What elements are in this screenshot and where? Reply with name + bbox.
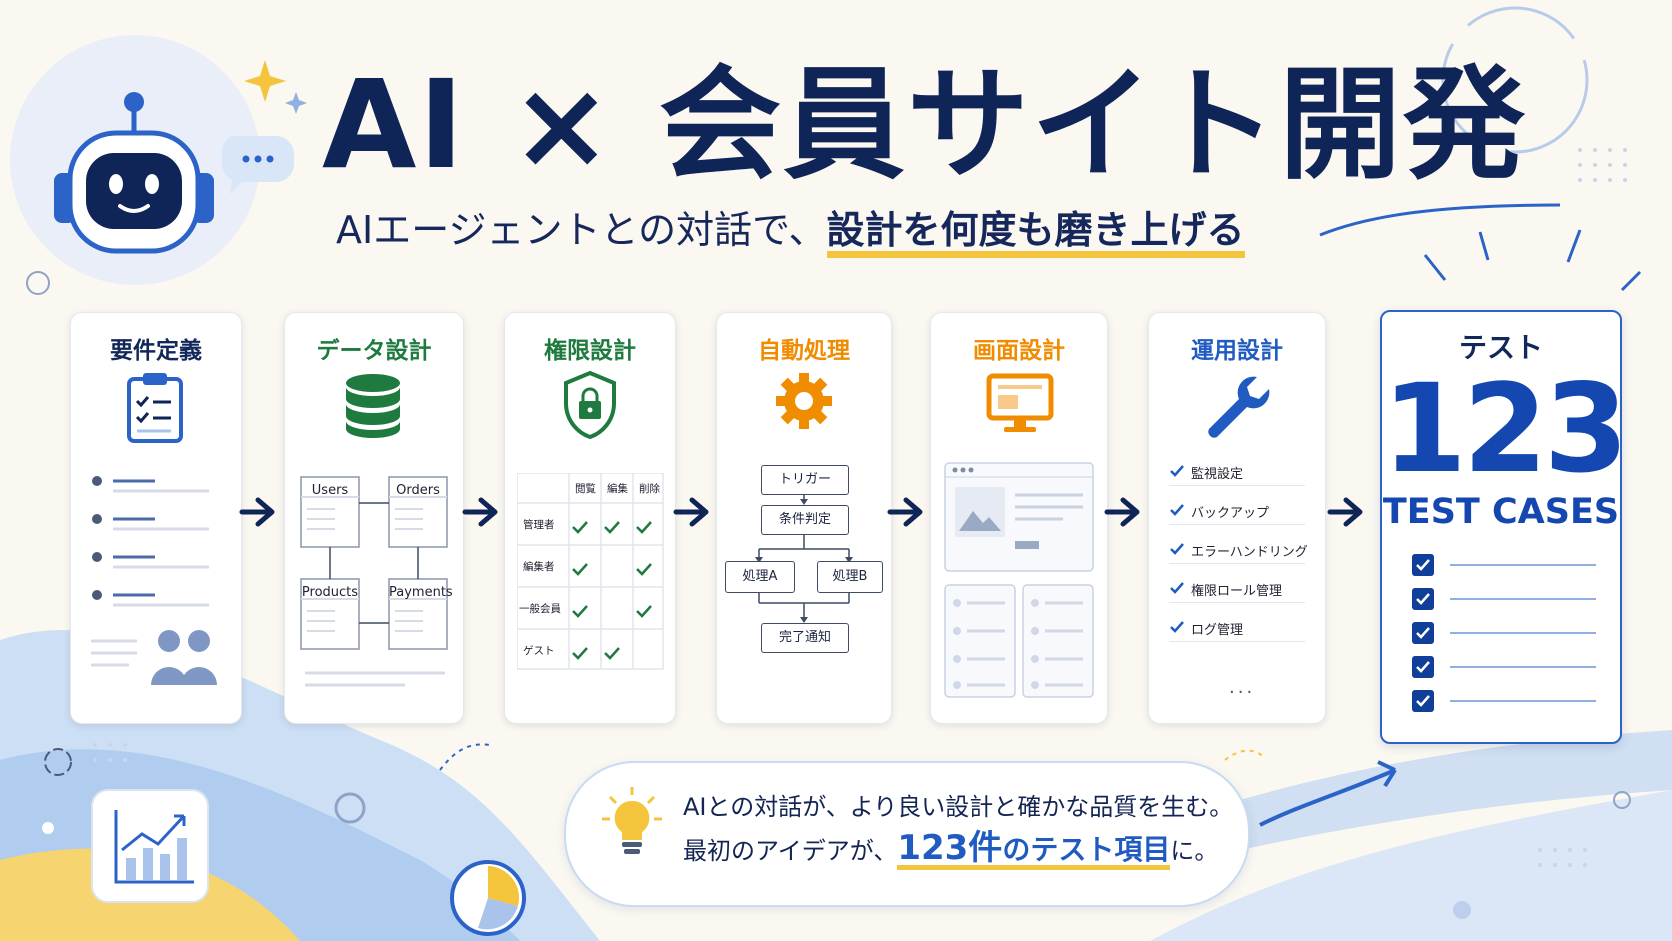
- message-count: 123件: [897, 828, 1003, 868]
- arrow-right-icon: [462, 497, 498, 527]
- divider: [1169, 524, 1305, 525]
- ops-more: ...: [1229, 677, 1256, 698]
- step-card-screen-design: 画面設計: [930, 312, 1108, 724]
- test-checklist: [1412, 554, 1596, 712]
- test-checkbox-icon: [1412, 622, 1596, 644]
- subtitle-highlight: 設計を何度も磨き上げる: [826, 211, 1245, 258]
- requirements-list-sketch: [91, 476, 217, 685]
- database-icon: [346, 374, 400, 438]
- entity-diagram-lines: [300, 476, 448, 687]
- arrow-right-icon: [239, 497, 275, 527]
- test-checkbox-icon: [1412, 656, 1596, 678]
- test-count: 123: [1382, 358, 1629, 500]
- arrow-right-icon: [1104, 497, 1140, 527]
- permission-check-icon: [572, 521, 588, 534]
- check-icon: [1170, 465, 1184, 477]
- test-label: TEST CASES: [1382, 492, 1620, 532]
- perm-role-guest: ゲスト: [523, 645, 555, 657]
- page-title: AI × 会員サイト開発: [322, 54, 1527, 196]
- step-title: 画面設計: [973, 338, 1065, 364]
- permission-table-grid: [517, 473, 664, 670]
- pie-chart-icon: [450, 860, 526, 936]
- ops-list-item: エラーハンドリング: [1191, 545, 1308, 560]
- permission-check-icon: [604, 521, 620, 534]
- ops-list-item: 権限ロール管理: [1191, 584, 1283, 599]
- arrow-right-icon: [887, 497, 923, 527]
- entity-products: Products: [301, 585, 359, 600]
- arrow-right-icon: [1327, 497, 1363, 527]
- permission-checks: [572, 521, 652, 660]
- step-title: データ設計: [316, 338, 432, 364]
- perm-col-view: 閲覧: [575, 483, 596, 495]
- check-icon: [1170, 621, 1184, 633]
- clipboard-checklist-icon: [127, 373, 183, 443]
- flow-connectors: [755, 483, 853, 623]
- lightbulb-icon: [602, 787, 662, 854]
- test-checkbox-icon: [1412, 690, 1596, 712]
- permission-check-icon: [636, 605, 652, 618]
- check-icon: [1170, 543, 1184, 555]
- message-items: のテスト項目: [1002, 833, 1171, 866]
- perm-col-edit: 編集: [607, 483, 628, 495]
- step-title: 自動処理: [758, 338, 850, 364]
- entity-orders: Orders: [396, 483, 440, 498]
- shield-lock-icon: [564, 370, 616, 440]
- perm-role-admin: 管理者: [523, 519, 555, 531]
- step-card-data-design: データ設計 Users Orders Products Payments: [284, 312, 464, 724]
- arrow-right-icon: [673, 497, 709, 527]
- gear-icon: [776, 373, 832, 429]
- ops-list-item: ログ管理: [1191, 623, 1244, 638]
- entity-payments: Payments: [389, 585, 453, 600]
- robot-mascot-icon: [54, 92, 294, 254]
- check-icon: [1170, 582, 1184, 594]
- permission-check-icon: [572, 605, 588, 618]
- step-card-permission-design: 権限設計 閲覧 編集 削除 管理者 編集者 一般会員 ゲスト: [504, 312, 676, 724]
- permission-check-icon: [572, 647, 588, 660]
- step-card-automation: 自動処理 トリガー 条件判定 処理A 処理B 完了通知: [716, 312, 892, 724]
- message-highlight: 123件のテスト項目: [897, 828, 1171, 870]
- monitor-icon: [986, 373, 1054, 432]
- flow-done: 完了通知: [761, 623, 849, 653]
- message-bubble: AIとの対話が、より良い設計と確かな品質を生む。 最初のアイデアが、123件のテ…: [564, 761, 1250, 907]
- divider: [1169, 485, 1305, 486]
- divider: [1169, 641, 1305, 642]
- permission-check-icon: [604, 647, 620, 660]
- ops-list-item: バックアップ: [1191, 506, 1270, 521]
- entity-users: Users: [311, 483, 349, 498]
- test-cases-card: テスト 123 TEST CASES: [1380, 310, 1629, 744]
- subtitle: AIエージェントとの対話で、設計を何度も磨き上げる: [336, 208, 1245, 258]
- message-line-2-prefix: 最初のアイデアが、: [683, 837, 898, 865]
- perm-col-delete: 削除: [639, 483, 660, 495]
- flow-condition: 条件判定: [761, 505, 849, 535]
- test-checkbox-icon: [1412, 588, 1596, 610]
- step-title: 要件定義: [110, 338, 202, 364]
- subtitle-prefix: AIエージェントとの対話で、: [336, 208, 827, 252]
- permission-check-icon: [636, 563, 652, 576]
- step-card-operations-design: 運用設計 監視設定バックアップエラーハンドリング権限ロール管理ログ管理 ...: [1148, 312, 1326, 724]
- flow-trigger: トリガー: [761, 465, 849, 495]
- check-icon: [1170, 504, 1184, 516]
- permission-check-icon: [636, 521, 652, 534]
- wrench-icon: [1208, 376, 1270, 438]
- step-title: 権限設計: [544, 338, 636, 364]
- step-title: 運用設計: [1191, 338, 1283, 364]
- divider: [1169, 602, 1305, 603]
- growth-chart-icon: [91, 789, 209, 903]
- step-card-requirements: 要件定義: [70, 312, 242, 724]
- test-checkbox-icon: [1412, 554, 1596, 576]
- message-line-1: AIとの対話が、より良い設計と確かな品質を生む。: [683, 793, 1234, 821]
- perm-role-editor: 編集者: [523, 561, 555, 573]
- flow-process-a: 処理A: [725, 561, 795, 593]
- message-line-2-suffix: に。: [1170, 837, 1219, 865]
- test-title: テスト: [1458, 331, 1543, 364]
- divider: [1169, 563, 1305, 564]
- flow-process-b: 処理B: [817, 561, 883, 593]
- permission-check-icon: [572, 563, 588, 576]
- message-line-2: 最初のアイデアが、123件のテスト項目に。: [683, 831, 1218, 870]
- wireframe-sketch: [944, 462, 1094, 698]
- perm-role-member: 一般会員: [519, 603, 561, 615]
- ops-list-item: 監視設定: [1191, 467, 1244, 482]
